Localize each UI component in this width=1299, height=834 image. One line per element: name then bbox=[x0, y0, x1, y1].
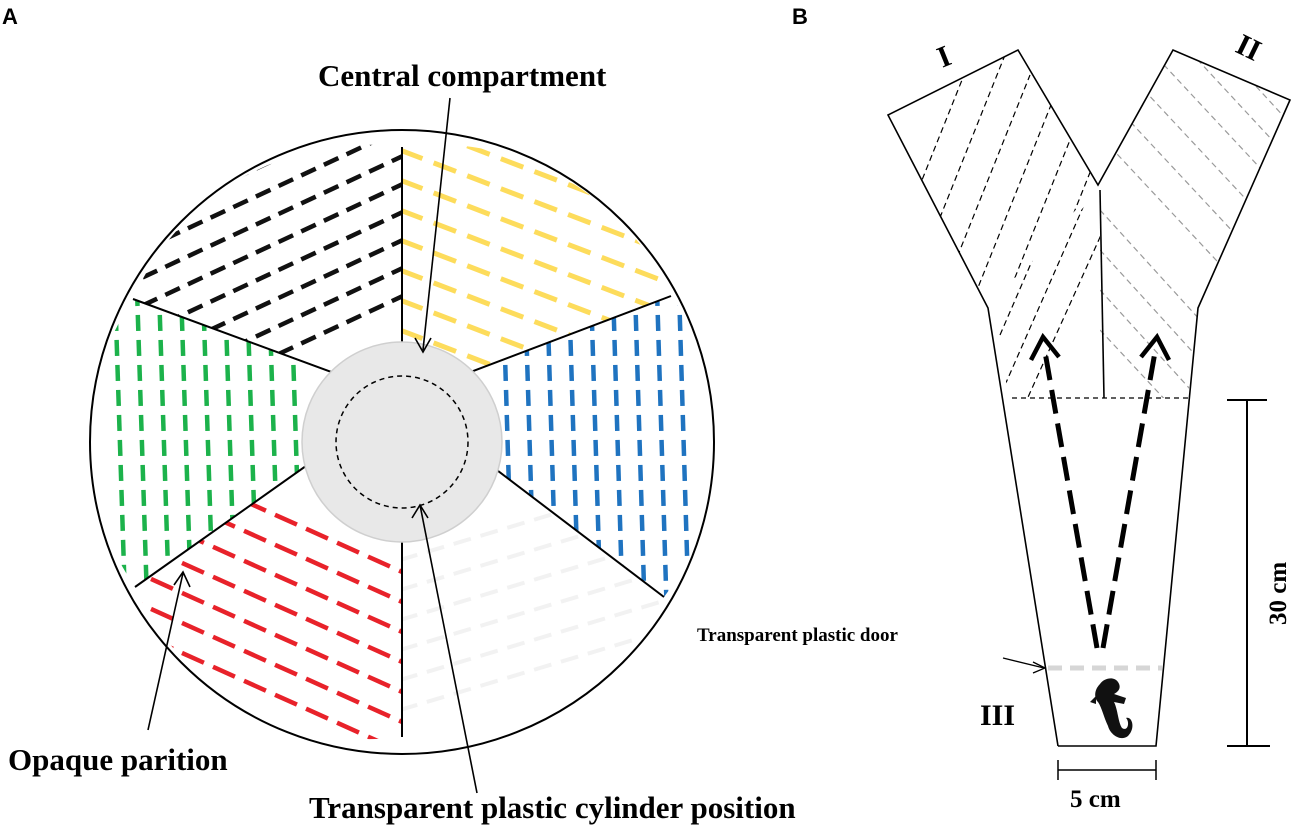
hatch-sector-green bbox=[112, 299, 304, 587]
outer-arena bbox=[89, 129, 715, 755]
cylinder-outline bbox=[335, 375, 469, 509]
arm-1-label: I bbox=[933, 39, 956, 74]
door-pointer bbox=[1002, 657, 1047, 674]
central-compartment-label: Central compartment bbox=[318, 58, 607, 93]
hatch-sector-blue bbox=[500, 296, 692, 597]
panel-a-letter: A bbox=[2, 4, 18, 29]
hatch-arm-1 bbox=[899, 50, 1098, 308]
seahorse-icon bbox=[1090, 678, 1133, 739]
length-dimension bbox=[1227, 399, 1270, 747]
width-dimension bbox=[1057, 760, 1157, 780]
arrows-panel-a bbox=[147, 97, 478, 794]
central-compartment bbox=[301, 341, 503, 543]
start-area-label: III bbox=[980, 699, 1015, 732]
opaque-partition-label: Opaque parition bbox=[8, 742, 228, 777]
panel-b-letter: B bbox=[792, 4, 808, 29]
y-maze-outline bbox=[886, 48, 1292, 747]
hatch-arm-2 bbox=[1098, 50, 1290, 276]
cylinder-position-label: Transparent plastic cylinder position bbox=[309, 790, 796, 825]
length-label: 30 cm bbox=[1265, 562, 1292, 625]
width-label: 5 cm bbox=[1070, 786, 1121, 813]
arm-2-label: II bbox=[1231, 28, 1266, 68]
choice-arrows bbox=[1029, 332, 1171, 649]
door-label: Transparent plastic door bbox=[697, 625, 898, 646]
